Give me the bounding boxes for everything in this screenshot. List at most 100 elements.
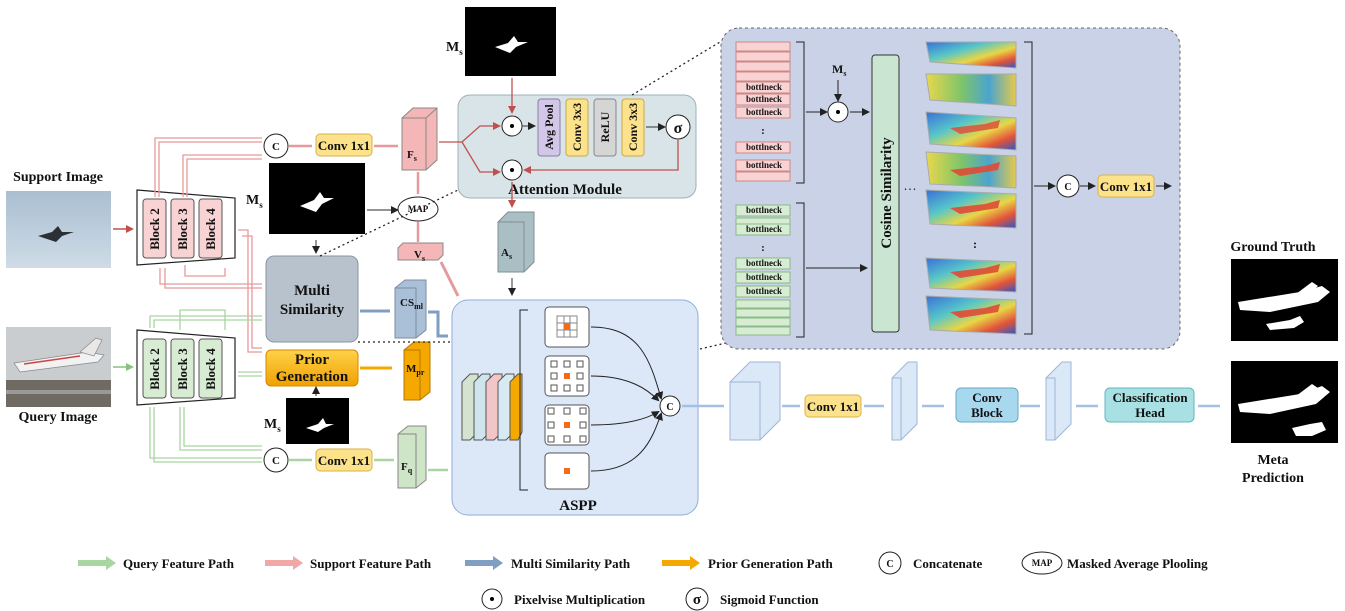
conv3x3-op-2 [621, 98, 645, 157]
support-block-3: Block 3 [175, 208, 190, 250]
query-image [6, 327, 111, 407]
query-bottleneck-5: bottlneck [746, 286, 782, 296]
zoom-line-1 [319, 189, 459, 257]
support-bottleneck-3: bottlneck [746, 107, 782, 117]
query-block-4: Block 4 [203, 348, 218, 390]
vs-label: Vs [414, 249, 425, 263]
aspp-title: ASPP [559, 498, 597, 514]
aspp-concat-icon [659, 395, 681, 417]
head-feature-3 [1045, 361, 1072, 441]
query-bottleneck-stack [735, 204, 791, 336]
support-concat-icon [263, 133, 289, 159]
conv-block-line1: Conv [972, 390, 1002, 405]
mpr-feature [403, 341, 431, 401]
sigma-to-mult-arrow [523, 140, 679, 174]
aspp-kernel-4 [544, 452, 590, 490]
fq-label: Fq [401, 461, 413, 475]
fs-to-mult-arrow [439, 122, 501, 143]
prior-generation-line1: Prior [295, 352, 329, 368]
cls-head-line1: Classification [1112, 390, 1188, 405]
conv-block [955, 387, 1019, 423]
aspp-stacked-features [461, 373, 523, 441]
as-feature [497, 211, 535, 273]
query-encoder: Block 2 Block 3 Block 4 [136, 329, 236, 406]
ms-label-2: Ms [264, 417, 281, 434]
vs-feature [397, 242, 444, 261]
legend-sigmoid: Sigmoid Function [720, 592, 819, 607]
csml-label: CSml [400, 297, 424, 311]
csml-feature [394, 279, 427, 339]
legend-concatenate: Concatenate [913, 556, 983, 571]
query-bottleneck-1: bottlneck [746, 205, 782, 215]
aspp-kernel-1 [544, 306, 590, 348]
ms-label-4: Ms [832, 62, 846, 78]
classification-head [1104, 387, 1195, 423]
legend-query-path: Query Feature Path [123, 556, 235, 571]
query-bottleneck-2: bottlneck [746, 224, 782, 234]
support-bottleneck-stack [735, 41, 791, 182]
as-label: As [501, 247, 512, 261]
legend-concat-symbol: C [886, 559, 893, 570]
ms-label-3: Ms [446, 40, 463, 57]
multi-similarity-box [265, 255, 359, 343]
sigmoid-symbol: σ [674, 120, 683, 137]
legend-pixelwise: Pixelvise Multiplication [514, 592, 646, 607]
support-image [6, 191, 111, 268]
legend-multi-path: Multi Similarity Path [511, 556, 631, 571]
head-conv1x1-label: Conv 1x1 [807, 399, 859, 414]
aspp-kernel-3 [544, 404, 590, 446]
ms-label-1: Ms [246, 193, 263, 210]
support-image-label: Support Image [13, 170, 103, 185]
conv3x3-op-1 [565, 98, 589, 157]
multi-similarity-line1: Multi [294, 283, 330, 299]
relu-op [593, 98, 617, 157]
query-block-2: Block 2 [147, 348, 162, 390]
ground-truth-mask [1231, 259, 1338, 341]
detail-concat-label: C [1064, 182, 1071, 193]
legend: Query Feature Path Support Feature Path … [78, 551, 1208, 611]
query-block-3: Block 3 [175, 348, 190, 390]
heatmap-dots: : [973, 237, 977, 251]
query-bottleneck-4: bottlneck [746, 272, 782, 282]
attention-module-title: Attention Module [508, 182, 622, 198]
map-icon [397, 196, 439, 222]
support-block-2: Block 2 [147, 208, 162, 250]
fq-feature [397, 425, 427, 489]
aspp-bracket [519, 309, 528, 491]
query-concat-icon [263, 447, 289, 473]
support-bottleneck-2: bottlneck [746, 94, 782, 104]
support-bottleneck-4: bottlneck [746, 142, 782, 152]
multi-similarity-line2: Similarity [280, 302, 345, 318]
avg-pool-op [537, 98, 561, 157]
prior-generation-line2: Generation [276, 369, 349, 385]
query-concat-label: C [272, 455, 280, 467]
support-mask [269, 163, 365, 234]
fs-label: Fs [407, 149, 417, 163]
legend-sigmoid-symbol: σ [693, 592, 702, 608]
legend-sigmoid-icon [685, 587, 709, 611]
detail-conv1x1 [1097, 174, 1155, 198]
cosine-dots: . . . [904, 182, 915, 192]
attention-mask [465, 7, 556, 76]
avg-pool-label: Avg Pool [542, 104, 556, 150]
query-conv1x1-label: Conv 1x1 [318, 453, 370, 468]
fs-feature [401, 107, 438, 171]
head-feature-2 [891, 361, 918, 441]
support-bottleneck-1: bottlneck [746, 82, 782, 92]
conv3x3-label-2: Conv 3x3 [626, 103, 640, 151]
cls-head-line2: Head [1135, 405, 1165, 420]
support-block-4: Block 4 [203, 208, 218, 250]
legend-map-symbol: MAP [1032, 558, 1053, 568]
support-bottleneck-5: bottlneck [746, 160, 782, 170]
support-encoder: Block 2 Block 3 Block 4 [136, 189, 236, 266]
meta-prediction-mask [1231, 361, 1338, 443]
head-feature-1 [729, 361, 781, 441]
support-bottleneck-dots: : [761, 125, 765, 137]
aspp-kernel-2 [544, 355, 590, 397]
query-bottleneck-3: bottlneck [746, 258, 782, 268]
aspp-concat-label: C [666, 402, 673, 413]
heatmap-bracket [1024, 41, 1033, 335]
fs-to-mult2-arrow [461, 141, 501, 176]
csml-to-aspp-arrow [428, 310, 448, 338]
